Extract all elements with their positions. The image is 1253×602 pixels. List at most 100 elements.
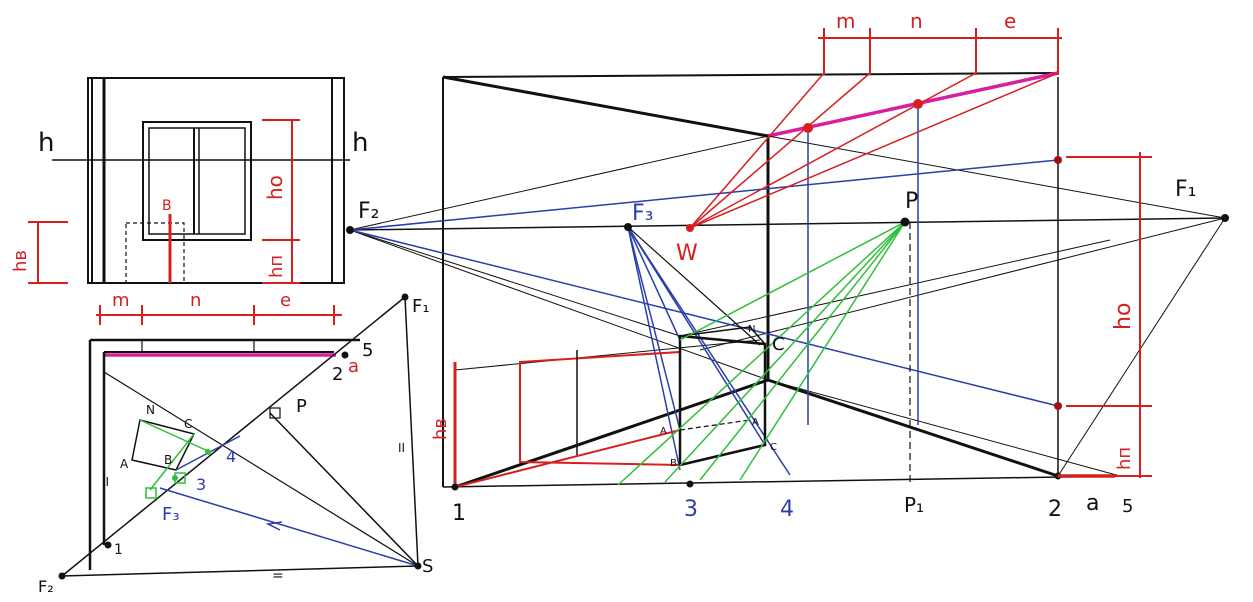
persp-box-A2: A xyxy=(752,417,759,428)
plan-point-1 xyxy=(104,541,112,549)
plan-ray-F1 xyxy=(404,296,419,567)
persp-horizon xyxy=(349,217,1226,231)
persp-point-P xyxy=(900,217,910,227)
persp-dim-m: m xyxy=(836,9,855,33)
persp-label-P: P xyxy=(905,189,918,214)
persp-label-a: a xyxy=(1086,491,1099,516)
plan-label-F3: F₃ xyxy=(162,504,180,525)
persp-label-F3: F₃ xyxy=(632,201,653,226)
persp-label-C-top: C xyxy=(772,334,785,355)
plan-label-4: 4 xyxy=(226,447,236,466)
persp-box-B: B xyxy=(670,458,677,469)
persp-point-3 xyxy=(686,480,694,488)
persp-dim-e: e xyxy=(1004,9,1016,33)
plan-point-3 xyxy=(172,475,178,481)
dim-hp-label: hп xyxy=(266,255,287,278)
persp-label-W: W xyxy=(676,241,698,266)
window-frame xyxy=(142,121,252,241)
plan-view: m n e F₁ F₂ F₃ P xyxy=(38,290,433,596)
persp-window-point xyxy=(803,123,813,133)
persp-label-1: 1 xyxy=(452,501,466,526)
persp-label-5: 5 xyxy=(1122,496,1133,517)
persp-dim-hb: hв xyxy=(430,418,451,440)
persp-frame-top xyxy=(442,72,1059,78)
plan-box-B: B xyxy=(164,453,172,467)
persp-wall-floor-right xyxy=(767,378,1059,478)
plan-point-4 xyxy=(205,449,211,455)
plan-dim-n: n xyxy=(190,290,201,311)
persp-label-2: 2 xyxy=(1048,497,1062,522)
persp-box-hidden-edge xyxy=(679,419,751,431)
plan-right-angle-P xyxy=(269,407,281,419)
plan-dim-m: m xyxy=(112,290,130,311)
plan-principal-ray xyxy=(269,412,419,567)
plan-label-a: a xyxy=(348,356,359,377)
persp-red-lines xyxy=(689,72,1059,229)
plan-mark-equal: = xyxy=(272,568,284,584)
plan-box-A: A xyxy=(120,457,129,471)
elevation-frame xyxy=(87,77,345,284)
persp-wall-floor-left xyxy=(454,378,769,489)
persp-height-point xyxy=(1054,402,1062,410)
persp-dimension-top xyxy=(818,28,1062,75)
plan-picture-plane xyxy=(61,296,406,577)
persp-box xyxy=(678,334,767,467)
plan-label-F2: F₂ xyxy=(38,577,54,596)
perspective-view: m n e hо hп hв xyxy=(346,9,1229,526)
persp-point-W xyxy=(686,224,694,232)
plan-box-C: C xyxy=(184,417,192,431)
plan-label-F1: F₁ xyxy=(412,296,430,317)
plan-label-S: S xyxy=(422,556,433,577)
dimension-hb xyxy=(28,221,68,284)
persp-height-point xyxy=(1054,156,1062,164)
elevation-view: h h B hо hп hв xyxy=(10,77,368,284)
plan-right-angle xyxy=(145,487,157,499)
persp-label-F2: F₂ xyxy=(358,199,379,224)
persp-wall-top-left xyxy=(442,75,769,138)
persp-label-F1: F₁ xyxy=(1175,177,1196,202)
plan-label-2: 2 xyxy=(332,364,343,385)
dimension-ho xyxy=(262,119,300,284)
dim-hb-label-2: hв xyxy=(10,250,31,272)
object-outline xyxy=(125,222,185,284)
persp-dim-hp: hп xyxy=(1114,447,1135,470)
plan-arrow xyxy=(265,521,283,531)
plan-green-line xyxy=(149,433,195,491)
point-B-label: B xyxy=(162,198,172,214)
persp-point-F3 xyxy=(624,223,632,231)
persp-dim-ho: hо xyxy=(1111,303,1136,330)
persp-dimension-right xyxy=(1066,152,1152,478)
plan-point-2 xyxy=(341,351,349,359)
window-inner-frame xyxy=(148,127,246,235)
plan-point-F1 xyxy=(401,293,409,301)
horizon-label-right: h xyxy=(352,128,368,158)
persp-window-point xyxy=(913,99,923,109)
persp-label-P1: P₁ xyxy=(904,493,924,517)
persp-point-F2 xyxy=(346,226,354,234)
persp-ray-F3 xyxy=(627,226,761,346)
plan-dimension-line xyxy=(96,305,342,325)
persp-box-N: N xyxy=(748,324,755,335)
plan-green-line xyxy=(139,419,211,453)
persp-box-C: C xyxy=(770,442,777,453)
plan-mark-parallel: II xyxy=(102,475,109,489)
plan-label-5: 5 xyxy=(362,340,373,361)
persp-box-A: A xyxy=(660,426,667,437)
persp-vanishing-rays xyxy=(349,135,1226,477)
persp-blue-lines xyxy=(349,104,1059,476)
persp-point-F1 xyxy=(1221,214,1229,222)
plan-mark-parallel: II xyxy=(398,441,405,455)
persp-point-1 xyxy=(451,483,459,491)
horizon-label-left: h xyxy=(38,128,54,158)
plan-box-N: N xyxy=(146,403,155,417)
plan-label-P: P xyxy=(296,396,307,417)
persp-picture-segment xyxy=(767,71,1059,138)
persp-dim-n: n xyxy=(910,9,923,33)
plan-visual-ray xyxy=(103,371,419,567)
plan-point-F2 xyxy=(58,572,66,580)
persp-label-4: 4 xyxy=(780,497,794,522)
plan-dim-e: e xyxy=(280,290,291,311)
plan-window-opening xyxy=(141,339,255,353)
